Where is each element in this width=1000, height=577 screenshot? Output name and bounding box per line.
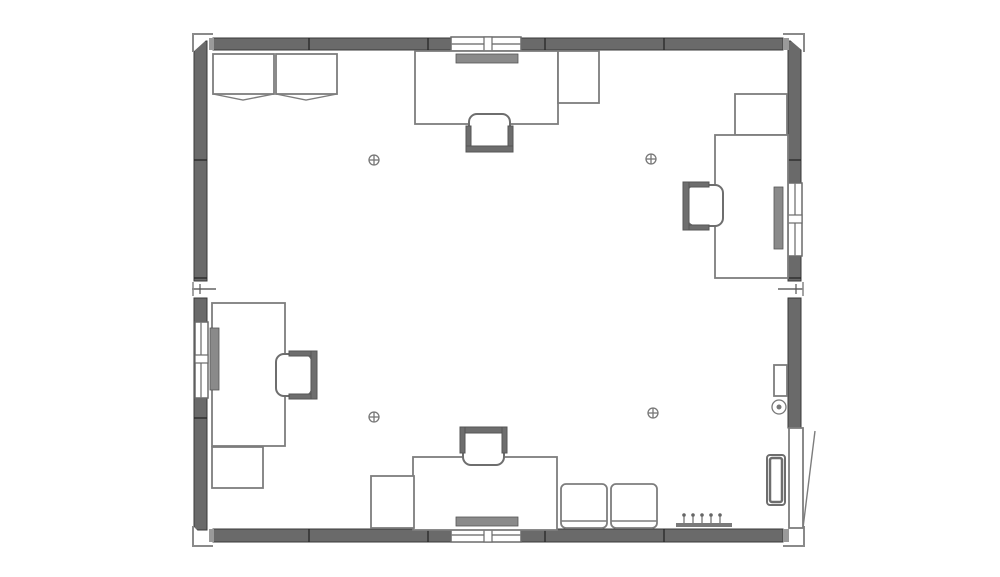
cabinet-nw-left [212,53,275,101]
radiator-west [209,327,220,391]
corner-posts [192,33,805,547]
armchair-left [560,483,608,529]
side-unit-north [557,50,600,104]
entrance-door [766,427,816,529]
sink [771,399,787,415]
ceiling-light-3 [368,411,380,423]
ceiling-light-2 [645,153,657,165]
desk-west [211,302,286,447]
north-window [450,36,522,52]
radiator-south [455,516,519,527]
coat-rack [676,513,732,527]
west-window [194,321,209,399]
radiator-east [773,186,784,250]
armchair-right [610,483,658,529]
side-unit-east [734,93,788,136]
side-unit-west [211,446,264,489]
east-window [787,182,803,257]
radiator-north [455,53,519,64]
south-wall [212,528,784,543]
ceiling-light-1 [368,154,380,166]
side-unit-south [370,475,415,529]
east-wall-gap [778,282,804,296]
chair-west [275,350,318,400]
chair-east [682,181,724,231]
chair-south [459,426,508,466]
chair-north [465,113,514,153]
west-wall-gap [192,282,216,296]
ceiling-light-4 [647,407,659,419]
desk-north [414,50,559,125]
wall-switch [773,364,788,397]
cabinet-nw-right [275,53,338,101]
